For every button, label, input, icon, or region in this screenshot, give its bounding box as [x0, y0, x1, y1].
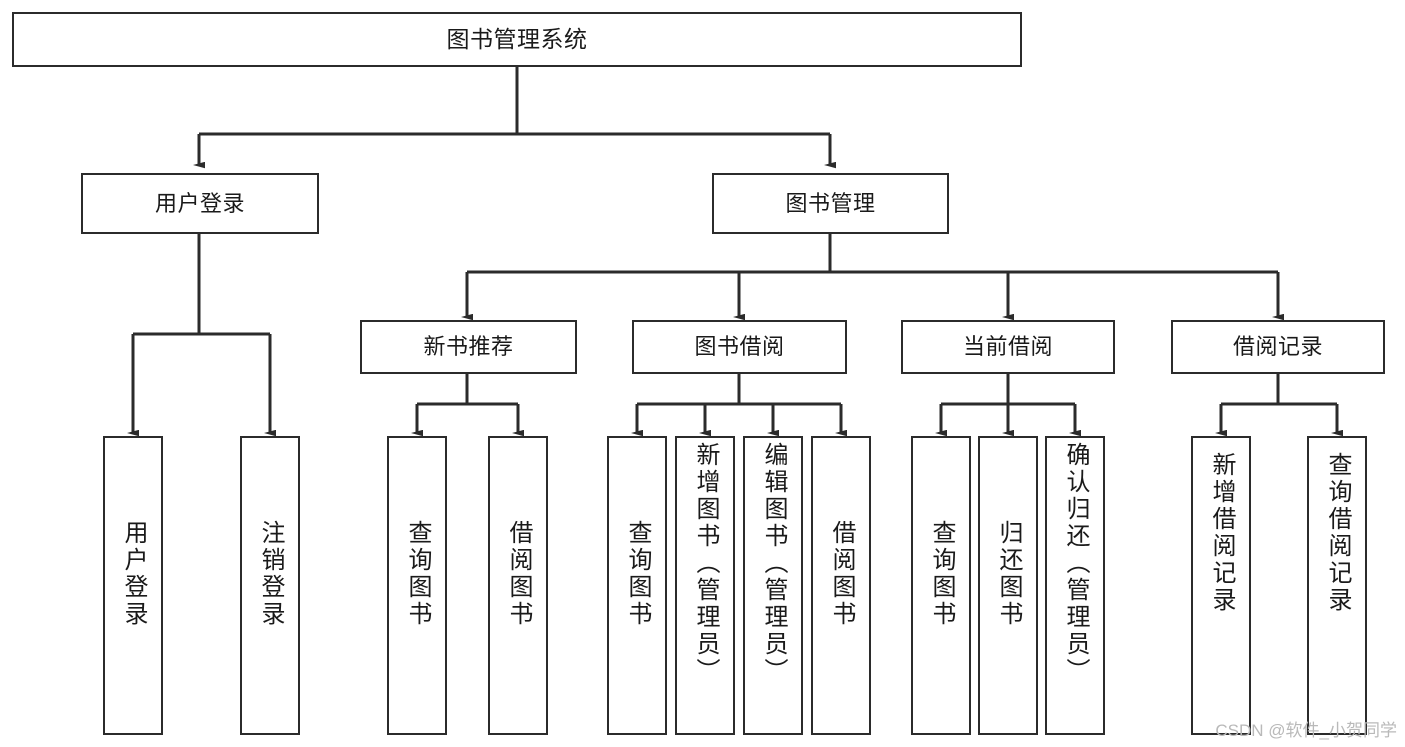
node-label: 查询图书 [928, 520, 955, 628]
node-label: 图书借阅 [694, 334, 785, 360]
leaf-query-borrow-record[interactable]: 查询借阅记录 [1307, 436, 1367, 735]
leaf-add-book-admin[interactable]: 新增图书（管理员） [675, 436, 735, 735]
node-label: 用户登录 [120, 520, 147, 628]
node-label: 查询借阅记录 [1324, 452, 1351, 614]
node-borrow-records[interactable]: 借阅记录 [1171, 320, 1385, 374]
leaf-borrow-book[interactable]: 借阅图书 [811, 436, 871, 735]
leaf-query-book-borrow[interactable]: 查询图书 [607, 436, 667, 735]
node-label: 图书管理 [785, 190, 876, 216]
node-label: 注销登录 [257, 520, 284, 628]
node-label: 借阅记录 [1232, 334, 1323, 360]
leaf-confirm-return-admin[interactable]: 确认归还（管理员） [1045, 436, 1105, 735]
node-label: 新书推荐 [423, 334, 514, 360]
node-new-book-recommend[interactable]: 新书推荐 [360, 320, 577, 374]
node-root-system[interactable]: 图书管理系统 [12, 12, 1022, 67]
leaf-query-book-new[interactable]: 查询图书 [387, 436, 447, 735]
node-label: 查询图书 [404, 520, 431, 628]
node-user-login[interactable]: 用户登录 [81, 173, 319, 234]
node-label: 图书管理系统 [446, 25, 588, 52]
node-label: 确认归还（管理员） [1062, 442, 1089, 685]
leaf-borrow-book-new[interactable]: 借阅图书 [488, 436, 548, 735]
leaf-add-borrow-record[interactable]: 新增借阅记录 [1191, 436, 1251, 735]
node-label: 新增图书（管理员） [692, 442, 719, 685]
node-label: 新增借阅记录 [1208, 452, 1235, 614]
node-label: 编辑图书（管理员） [760, 442, 787, 685]
node-label: 当前借阅 [962, 334, 1053, 360]
node-label: 查询图书 [624, 520, 651, 628]
leaf-return-book[interactable]: 归还图书 [978, 436, 1038, 735]
leaf-logout[interactable]: 注销登录 [240, 436, 300, 735]
leaf-query-book-current[interactable]: 查询图书 [911, 436, 971, 735]
leaf-user-login[interactable]: 用户登录 [103, 436, 163, 735]
leaf-edit-book-admin[interactable]: 编辑图书（管理员） [743, 436, 803, 735]
node-label: 归还图书 [995, 520, 1022, 628]
node-label: 借阅图书 [828, 520, 855, 628]
node-label: 借阅图书 [505, 520, 532, 628]
node-book-borrow[interactable]: 图书借阅 [632, 320, 847, 374]
node-current-borrow[interactable]: 当前借阅 [901, 320, 1115, 374]
node-label: 用户登录 [154, 190, 245, 216]
node-book-management[interactable]: 图书管理 [712, 173, 949, 234]
